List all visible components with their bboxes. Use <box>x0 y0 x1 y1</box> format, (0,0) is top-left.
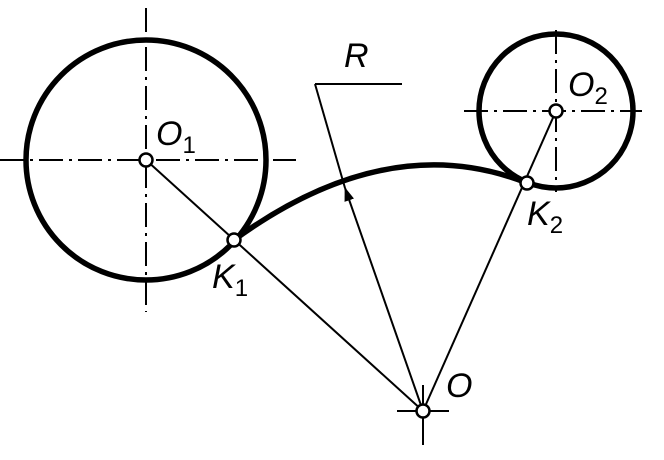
point-k2 <box>519 175 535 191</box>
label-r: R <box>344 37 369 75</box>
label-o: O <box>446 367 472 405</box>
point-k1 <box>226 232 242 248</box>
radius-arrow <box>344 187 424 412</box>
line-o2-to-o <box>422 110 557 412</box>
circle-o1 <box>23 37 269 283</box>
label-k2: K2 <box>527 195 563 239</box>
line-o1-to-o <box>145 159 424 412</box>
label-o1: O1 <box>156 115 196 159</box>
tangent-arc <box>232 162 529 243</box>
point-o2 <box>548 103 564 119</box>
label-k1: K1 <box>212 258 248 302</box>
point-o1 <box>138 152 154 168</box>
label-o2: O2 <box>568 66 608 110</box>
radius-leader <box>314 83 346 189</box>
circle-o2 <box>476 31 636 191</box>
point-o <box>415 403 431 419</box>
